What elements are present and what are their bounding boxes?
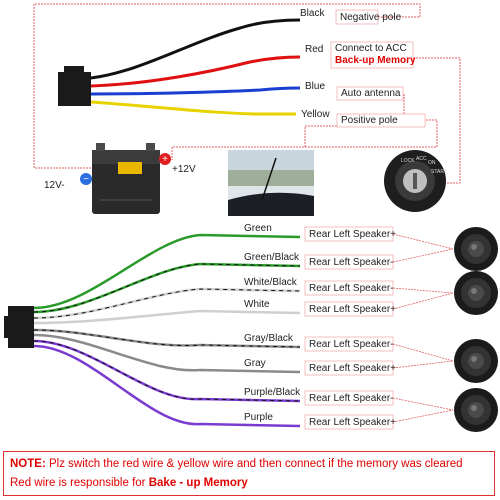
speaker-connector-line [392,409,454,423]
speaker-connector-lip [4,316,10,338]
top-wires [90,18,301,116]
speaker-function-label: Rear Left Speaker- [309,257,394,268]
top-wire-function-box [336,113,426,128]
ignition-lock-label: LOCK [401,158,415,164]
speaker-wire-path [33,333,301,374]
backup-memory-label: Back-up Memory [335,55,416,66]
ignition-switch-icon: LOCK ACC ON START [384,150,447,212]
top-wire-function-label: Connect to ACC [335,43,407,54]
speaker-function-label: Rear Left Speaker- [309,283,394,294]
speaker-function-label: Rear Left Speaker+ [309,417,396,428]
svg-text:+: + [162,154,168,165]
speaker-wire-path [33,233,301,310]
top-wire-yellow [90,100,296,116]
speaker-connector-line [392,292,454,310]
top-connector-lip [64,66,84,73]
speaker-wire-stripe [33,340,301,402]
negative-line [33,3,421,169]
speaker-wire-color-label: White/Black [244,277,298,288]
speaker-wire-path [33,344,301,428]
note-label: NOTE: [10,458,46,470]
speaker-icons [454,227,498,432]
speaker-wire-color-label: Gray [244,358,266,369]
note-line-1: NOTE: Plz switch the red wire & yellow w… [10,455,488,474]
top-wire-color-label: Black [300,8,325,19]
speaker-wire-color-label: White [244,299,270,310]
top-wire-function-box [330,41,414,69]
ignition-acc-label: ACC [416,156,427,162]
speaker-wire-labels: GreenGreen/BlackWhite/BlackWhiteGray/Bla… [244,223,301,423]
battery-negative-terminal: − [80,173,92,185]
speaker-function-label: Rear Left Speaker+ [309,229,396,240]
top-wire-color-label: Yellow [301,109,330,120]
speaker-function-labels: Rear Left Speaker+ Rear Left Speaker- Rear… [304,226,454,430]
battery-negative-label: 12V- [44,180,65,191]
speaker-connector [8,306,34,348]
acc-line [413,57,461,184]
speaker-wire-color-label: Gray/Black [244,333,294,344]
battery-positive-label: +12V [172,164,196,175]
speaker-connector-line [392,343,454,362]
speaker-icon [454,227,498,271]
top-wire-function-box [335,9,379,25]
ignition-start-label: START [431,169,447,175]
top-wire-black [90,18,301,80]
note-box: NOTE: Plz switch the red wire & yellow w… [3,451,495,496]
speaker-function-label: Rear Left Speaker- [309,393,394,404]
speaker-function-label: Rear Left Speaker+ [309,304,396,315]
speaker-connector-line [392,233,454,250]
top-wire-color-label: Red [305,44,323,55]
top-wire-blue [90,86,301,96]
top-wire-function-label: Negative pole [340,12,402,23]
top-connector [58,72,91,106]
top-wire-red [90,55,301,88]
svg-text:−: − [83,174,89,185]
speaker-wire-color-label: Green [244,223,272,234]
top-wire-function-label: Auto antenna [341,88,401,99]
top-wire-color-label: Blue [305,81,325,92]
top-wire-function-box [336,86,404,101]
speaker-wires [33,233,301,428]
speaker-icon [454,339,498,383]
battery-icon [92,143,160,214]
note-line-2: Red wire is responsible for Bake - up Me… [10,474,488,493]
speaker-wire-color-label: Purple [244,412,273,423]
top-wire-function-label: Positive pole [341,115,398,126]
note-bold-text: Bake - up Memory [148,477,248,489]
speaker-icon [454,271,498,315]
speaker-function-label: Rear Left Speaker- [309,339,394,350]
ignition-on-label: ON [428,160,436,166]
speaker-wire-path [33,309,301,325]
speaker-wire-path [33,262,301,314]
speaker-connector-line [392,397,454,411]
battery-positive-terminal: + [159,153,171,165]
speaker-connector-line [392,248,454,263]
speaker-wire-path [33,287,301,320]
speaker-function-label: Rear Left Speaker+ [309,363,396,374]
positive-line [171,119,438,160]
speaker-connector-line [392,287,454,294]
note-text-1: Plz switch the red wire & yellow wire an… [48,458,463,470]
note-text-2: Red wire is responsible for [10,477,146,489]
speaker-wire-stripe [33,329,301,348]
speaker-connector-line [392,360,454,369]
speaker-wire-color-label: Green/Black [244,252,300,263]
speaker-wire-color-label: Purple/Black [244,387,301,398]
antenna-photo [228,150,314,216]
speaker-icon [454,388,498,432]
